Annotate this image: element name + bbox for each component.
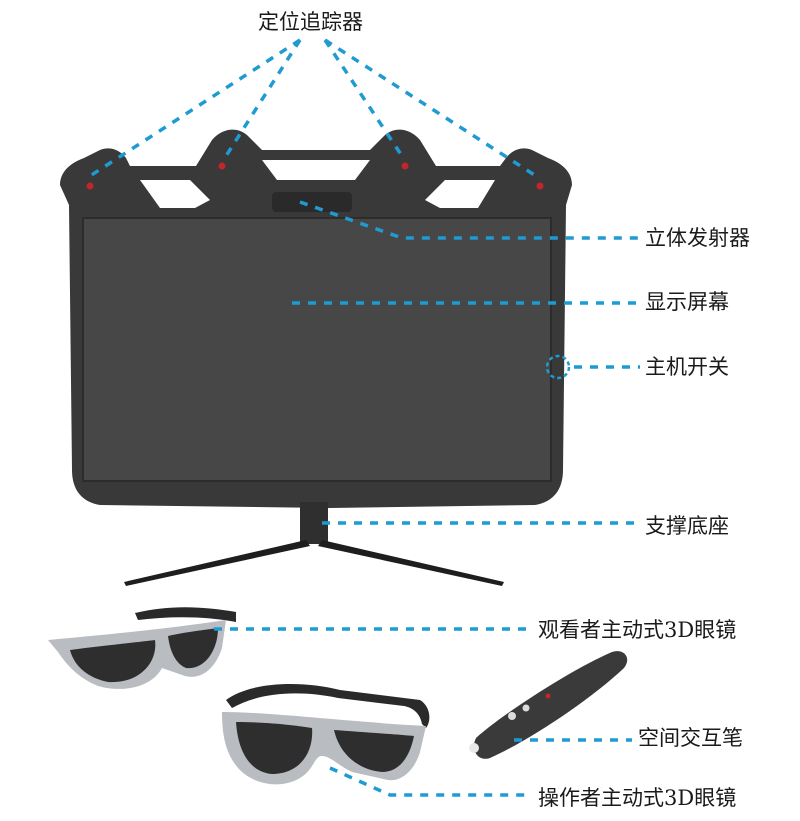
tracker-led-1 — [86, 182, 94, 190]
operator-glasses-lens-left — [236, 722, 313, 774]
viewer-glasses — [48, 607, 236, 689]
label-power-switch: 主机开关 — [645, 355, 729, 379]
stand — [124, 502, 504, 586]
operator-glasses-lens-right — [334, 730, 414, 772]
leader-lines — [89, 38, 640, 797]
label-emitter: 立体发射器 — [645, 226, 750, 250]
leader-tracker-4 — [324, 38, 537, 178]
label-base: 支撑底座 — [645, 514, 729, 538]
handle-cutout-left — [140, 180, 210, 208]
emitter-sensor — [272, 192, 352, 212]
label-screen: 显示屏幕 — [645, 290, 729, 314]
stylus-body — [473, 651, 628, 759]
label-viewer-glasses: 观看者主动式3D眼镜 — [538, 618, 737, 642]
operator-glasses-temple — [226, 684, 430, 728]
leader-tracker-3 — [323, 39, 404, 157]
tracker-led-2 — [218, 162, 226, 170]
operator-glasses — [222, 684, 430, 785]
viewer-glasses-temple — [135, 607, 236, 622]
stylus-tip — [469, 743, 479, 753]
leader-tracker-2 — [224, 39, 302, 157]
display-screen — [82, 217, 552, 482]
stylus-button-1 — [508, 712, 516, 720]
monitor — [60, 129, 572, 508]
leader-emitter — [299, 200, 640, 240]
tracker-led-3 — [401, 162, 409, 170]
stylus — [469, 651, 628, 759]
label-stylus: 空间交互笔 — [638, 726, 743, 750]
handle-cutout-center — [262, 160, 370, 180]
power-switch-highlight — [545, 354, 571, 380]
viewer-glasses-lens-right — [168, 628, 218, 669]
stand-leg-right — [318, 540, 504, 586]
label-tracker: 定位追踪器 — [258, 10, 363, 34]
handle-cutout-right — [425, 180, 495, 208]
viewer-glasses-lens-left — [70, 640, 156, 683]
leader-operator-glasses — [329, 766, 530, 797]
stylus-button-2 — [522, 704, 530, 712]
stylus-button-3 — [545, 693, 551, 699]
tracker-led-4 — [536, 182, 544, 190]
leader-tracker-1 — [89, 38, 301, 178]
stand-leg-left — [124, 540, 310, 586]
label-operator-glasses: 操作者主动式3D眼镜 — [538, 786, 737, 810]
